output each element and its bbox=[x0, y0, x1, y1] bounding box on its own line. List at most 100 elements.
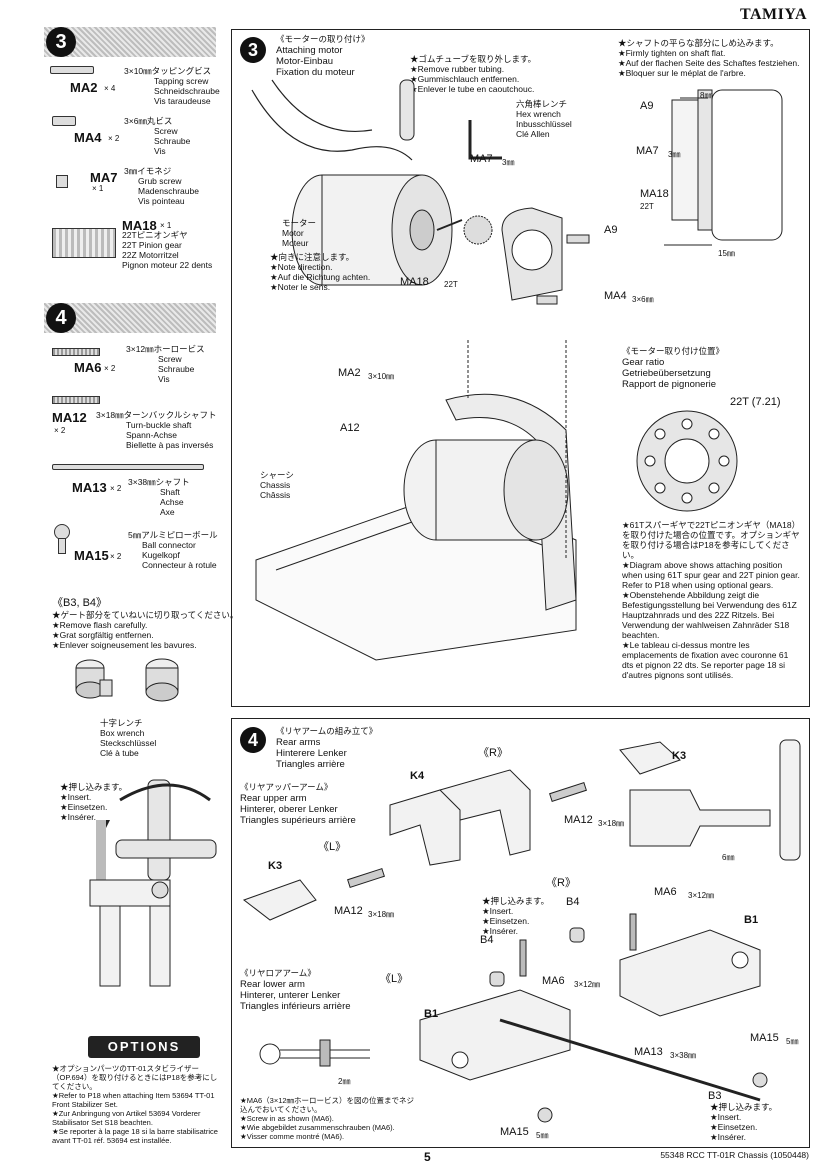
part-code: MA15 bbox=[74, 548, 109, 563]
ma6-size-l: 3×12㎜ bbox=[574, 980, 601, 989]
a9-label: A9 bbox=[604, 224, 618, 236]
part-desc: 3×10㎜タッピングビス Tapping screw Schneidschrau… bbox=[124, 66, 220, 106]
insert-note-bottom: ★押し込みます。 ★Insert. ★Einsetzen. ★Insérer. bbox=[710, 1102, 778, 1142]
brand-logo: TAMIYA bbox=[739, 6, 807, 23]
part-desc: 3×38㎜シャフト Shaft Achse Axe bbox=[128, 477, 190, 517]
pinion-gear-ma18-illustration bbox=[52, 228, 116, 258]
r-label-upper: 《R》 bbox=[478, 747, 508, 759]
rear-lower-arm-drawing bbox=[259, 913, 768, 1123]
part-code: MA2 bbox=[70, 80, 98, 95]
k4-label: K4 bbox=[410, 770, 425, 782]
part-desc: 5㎜アルミピローボール Ball connector Kugelkopf Con… bbox=[128, 530, 218, 570]
r-label-lower: 《R》 bbox=[546, 877, 576, 889]
ma18-size: 22T bbox=[444, 280, 458, 289]
page-number: 5 bbox=[424, 1150, 431, 1164]
options-note: ★オプションパーツのTT-01スタビライザー（OP.694）を取り付けるときには… bbox=[52, 1064, 218, 1145]
part-qty: × 4 bbox=[104, 84, 116, 93]
shaft-ma13-illustration bbox=[52, 464, 204, 470]
ma15-size-r: 5㎜ bbox=[786, 1037, 799, 1046]
b1-label-r: B1 bbox=[744, 914, 759, 926]
ma7-size-detail: 3㎜ bbox=[668, 150, 681, 159]
part-code: MA13 bbox=[72, 480, 107, 495]
part-code: MA18 bbox=[122, 218, 157, 233]
dim-8mm: 8㎜ bbox=[700, 91, 713, 100]
ma18-label: MA18 bbox=[400, 276, 429, 288]
ma15-size-l: 5㎜ bbox=[536, 1131, 549, 1140]
ma15-label-r: MA15 bbox=[750, 1032, 779, 1044]
box-wrench-label: 十字レンチ Box wrench Steckschlüssel Clé à tu… bbox=[100, 718, 157, 758]
gear-ratio-title: 《モーター取り付け位置》 Gear ratio Getriebeübersetz… bbox=[622, 346, 725, 390]
part-qty: × 2 bbox=[110, 484, 122, 493]
step3-panel-number: 3 bbox=[240, 37, 266, 63]
l-label-upper: 《L》 bbox=[318, 841, 347, 853]
screw-ma4-illustration bbox=[52, 116, 76, 126]
ma12-size-l: 3×18㎜ bbox=[368, 910, 395, 919]
ma2-size: 3×10㎜ bbox=[368, 372, 395, 381]
screw-ma2-illustration bbox=[50, 66, 94, 74]
motor-title: 《モーターの取り付け》 Attaching motor Motor-Einbau… bbox=[276, 34, 370, 78]
gear-ratio-diagram bbox=[636, 410, 738, 512]
part-code: MA12 bbox=[52, 410, 87, 425]
tighten-note: ★シャフトの平らな部分にしめ込みます。 ★Firmly tighten on s… bbox=[618, 38, 800, 78]
ma18-label-detail: MA18 bbox=[640, 188, 669, 200]
chassis-assembly-drawing bbox=[255, 340, 577, 661]
screw-in-note: ★MA6（3×12㎜ホーロービス）を図の位置までネジ込んでおいてください。 ★S… bbox=[240, 1096, 415, 1141]
rubber-tube-note: ★ゴムチューブを取り外します。 ★Remove rubber tubing. ★… bbox=[410, 54, 537, 94]
options-banner: OPTIONS bbox=[88, 1036, 200, 1058]
ma12-size-r: 3×18㎜ bbox=[598, 819, 625, 828]
motor-label: モーター Motor Moteur bbox=[282, 218, 317, 248]
gear-ratio-notes: ★61Tスパーギヤで22Tピニオンギヤ（MA18）を取り付けた場合の位置です。オ… bbox=[622, 520, 801, 680]
ma12-label-r: MA12 bbox=[564, 814, 593, 826]
k3-label-r: K3 bbox=[672, 750, 687, 762]
l-label-lower: 《L》 bbox=[380, 973, 409, 985]
k3-label-l: K3 bbox=[268, 860, 283, 872]
turnbuckle-ma12-illustration bbox=[52, 396, 100, 404]
part-desc: 3×6㎜丸ビス Screw Schraube Vis bbox=[124, 116, 191, 156]
motor-assembly-drawing bbox=[251, 79, 783, 305]
a9-label-detail: A9 bbox=[640, 100, 654, 112]
b4-label-r: B4 bbox=[566, 896, 580, 908]
b1-label-l: B1 bbox=[424, 1008, 439, 1020]
b3-b4-parts-illustration bbox=[75, 658, 179, 702]
dim-15mm: 15㎜ bbox=[718, 249, 735, 258]
dim-2mm: 2㎜ bbox=[338, 1077, 351, 1086]
ball-connector-stem bbox=[58, 538, 66, 554]
dim-6mm: 6㎜ bbox=[722, 853, 735, 862]
ma7-label: MA7 bbox=[470, 153, 493, 165]
part-code: MA7 bbox=[90, 170, 118, 185]
part-qty: × 2 bbox=[108, 134, 120, 143]
screw-ma6-illustration bbox=[52, 348, 100, 356]
part-qty: × 1 bbox=[160, 221, 172, 230]
insert-note-left: ★押し込みます。 ★Insert. ★Einsetzen. ★Insérer. bbox=[60, 782, 128, 822]
gear-ratio-value: 22T (7.21) bbox=[730, 396, 781, 408]
part-qty: × 2 bbox=[104, 364, 116, 373]
ma4-label: MA4 bbox=[604, 290, 627, 302]
rear-upper-arm-drawing bbox=[242, 739, 801, 921]
b4-label-l: B4 bbox=[480, 934, 494, 946]
ma6-size-r: 3×12㎜ bbox=[688, 891, 715, 900]
part-code: MA6 bbox=[74, 360, 102, 375]
part-qty: × 2 bbox=[110, 552, 122, 561]
item-reference: 55348 RCC TT-01R Chassis (1050448) bbox=[660, 1150, 809, 1160]
note-direction: ★向きに注意します。 ★Note direction. ★Auf die Ric… bbox=[270, 252, 371, 292]
part-desc: 3㎜イモネジ Grub screw Madenschraube Vis poin… bbox=[124, 166, 199, 206]
step4-panel-number: 4 bbox=[240, 727, 266, 753]
ma6-label-r: MA6 bbox=[654, 886, 677, 898]
part-qty: × 1 bbox=[92, 184, 104, 193]
ma6-label-l: MA6 bbox=[542, 975, 565, 987]
ma15-label-l: MA15 bbox=[500, 1126, 529, 1138]
part-code: MA4 bbox=[74, 130, 102, 145]
rear-lower-arm-title: 《リヤロアアーム》 Rear lower arm Hinterer, unter… bbox=[240, 968, 351, 1012]
ma18-size-detail: 22T bbox=[640, 202, 654, 211]
part-desc: 3×12㎜ホーロービス Screw Schraube Vis bbox=[126, 344, 205, 384]
step3-number: 3 bbox=[46, 27, 76, 57]
ma2-label: MA2 bbox=[338, 367, 361, 379]
rear-arms-panel bbox=[231, 718, 810, 1148]
insert-note-top: ★押し込みます。 ★Insert. ★Einsetzen. ★Insérer. bbox=[482, 896, 550, 936]
ma13-size: 3×38㎜ bbox=[670, 1051, 697, 1060]
rear-upper-arm-title: 《リヤアッパーアーム》 Rear upper arm Hinterer, obe… bbox=[240, 782, 356, 826]
ma13-label: MA13 bbox=[634, 1046, 663, 1058]
part-desc: 22Tピニオンギヤ 22T Pinion gear 22Z Motorritze… bbox=[122, 230, 213, 270]
b3-label: B3 bbox=[708, 1090, 722, 1102]
b3-b4-note: 《B3, B4》 ★ゲート部分をていねいに切り取ってください。 ★Remove … bbox=[52, 597, 239, 650]
